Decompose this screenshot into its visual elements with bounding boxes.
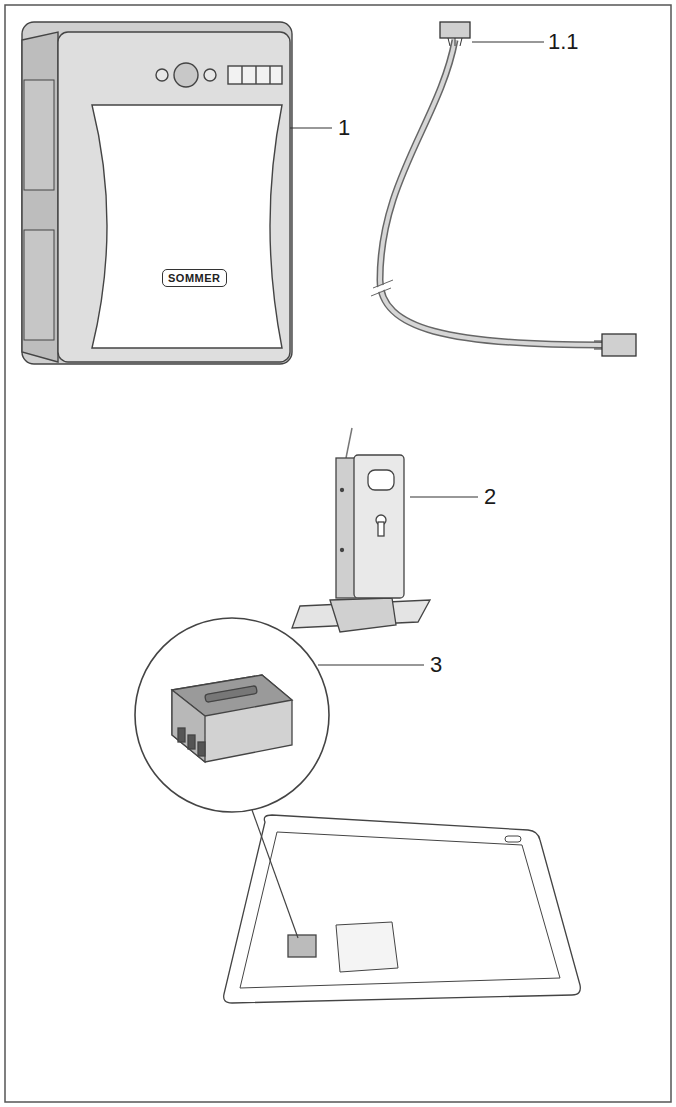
card-module	[135, 618, 580, 1003]
connection-cable	[371, 22, 636, 356]
leader-line	[290, 127, 332, 128]
frame	[5, 5, 671, 1102]
callout-number: 3	[430, 653, 442, 677]
callout-number: 1.1	[548, 30, 579, 54]
leader-line	[472, 41, 544, 42]
receiver-module	[292, 428, 430, 632]
callout-number: 2	[484, 485, 496, 509]
brand-logo: SOMMER	[162, 269, 227, 287]
leader-line	[410, 496, 478, 497]
callout-number: 1	[338, 116, 350, 140]
leader-line	[318, 664, 424, 665]
control-housing	[22, 22, 292, 364]
